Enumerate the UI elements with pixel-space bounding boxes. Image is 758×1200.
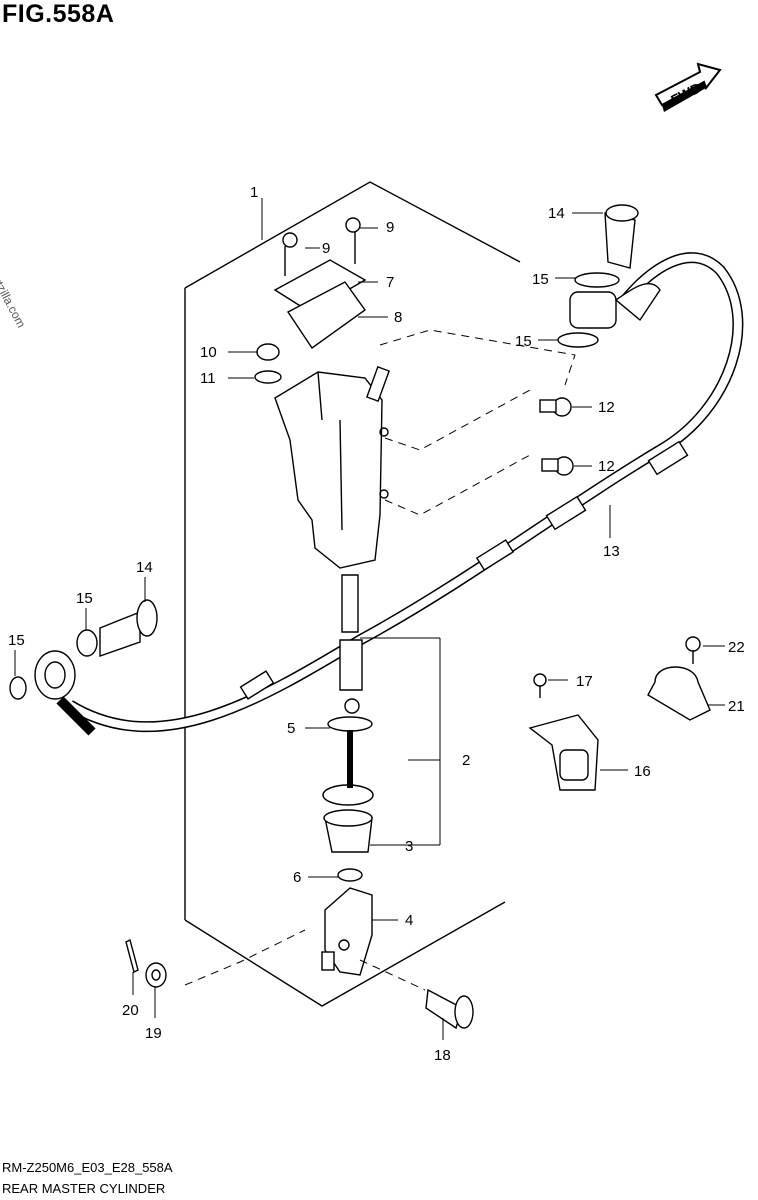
callout-13: 13 — [603, 543, 620, 560]
callout-9b: 9 — [386, 219, 394, 236]
callout-17: 17 — [576, 673, 593, 690]
callout-18: 18 — [434, 1047, 451, 1064]
brake-hose — [67, 252, 744, 733]
diagram-caption: REAR MASTER CYLINDER — [2, 1181, 166, 1196]
callout-12a: 12 — [598, 399, 615, 416]
callout-20: 20 — [122, 1002, 139, 1019]
callout-15b: 15 — [515, 333, 532, 350]
cylinder-body — [274, 371, 383, 569]
callout-11: 11 — [200, 370, 216, 387]
forward-arrow-icon: FWD — [654, 62, 722, 112]
callout-15a: 15 — [532, 271, 549, 288]
callout-2: 2 — [462, 752, 470, 769]
callout-16: 16 — [634, 763, 651, 780]
callout-15d: 15 — [8, 632, 25, 649]
callout-8: 8 — [394, 309, 402, 326]
callout-19: 19 — [145, 1025, 162, 1042]
callout-5: 5 — [287, 720, 295, 737]
callout-22: 22 — [728, 639, 745, 656]
callout-15c: 15 — [76, 590, 93, 607]
callout-21: 21 — [728, 698, 745, 715]
figure-title: FIG.558A — [2, 0, 115, 28]
callout-6: 6 — [293, 869, 301, 886]
callout-3: 3 — [405, 838, 413, 855]
callout-7: 7 — [386, 274, 394, 291]
assembly-frame — [184, 181, 521, 289]
callout-9a: 9 — [322, 240, 330, 257]
callout-14a: 14 — [548, 205, 565, 222]
callout-10: 10 — [200, 344, 217, 361]
callout-4: 4 — [405, 912, 413, 929]
leader-lines — [14, 198, 725, 1040]
diagram-code: RM-Z250M6_E03_E28_558A — [2, 1160, 173, 1175]
callout-14b: 14 — [136, 559, 153, 576]
callout-1: 1 — [250, 184, 258, 201]
callout-12b: 12 — [598, 458, 615, 475]
